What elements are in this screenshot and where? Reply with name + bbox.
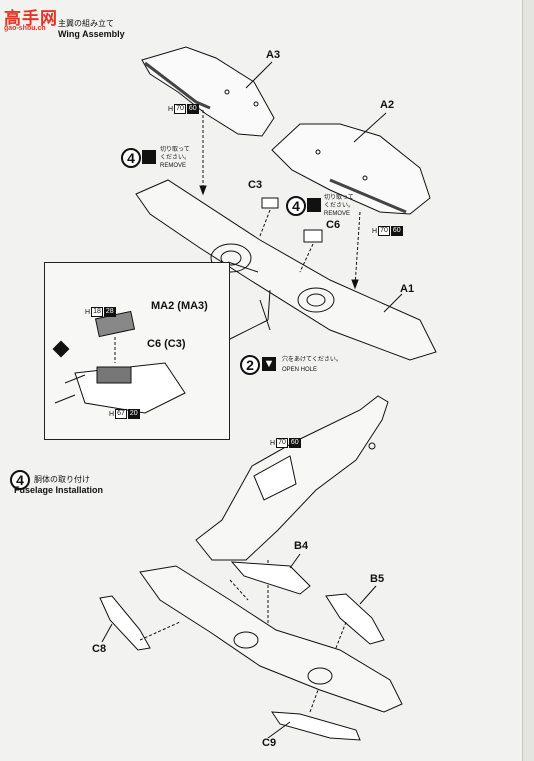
watermark-url: gao-shou.cn	[4, 25, 46, 32]
openhole-note-number: 2	[240, 355, 260, 375]
part-label-b5: B5	[370, 573, 385, 585]
page-binding-edge	[522, 0, 534, 761]
remove-note-2-number: 4	[286, 196, 306, 216]
step4-title-jp: 胴体の取り付け	[34, 475, 90, 484]
openhole-note-en: OPEN HOLE	[282, 367, 318, 373]
part-label-c3: C3	[248, 179, 263, 191]
part-label-a2: A2	[380, 99, 395, 111]
remove-note-jp: 切り取って ください。	[160, 147, 191, 161]
part-label-ma2: MA2 (MA3)	[151, 300, 208, 312]
part-label-a1: A1	[400, 283, 415, 295]
part-label-a3: A3	[266, 49, 281, 61]
step4-title-en: Fuselage Installation	[14, 485, 104, 495]
step3-title-en: Wing Assembly	[58, 29, 125, 39]
step3-title-jp: 主翼の組み立て	[58, 19, 114, 28]
part-label-c9: C9	[262, 737, 277, 749]
remove-note-2-jp: 切り取って ください。	[324, 195, 355, 209]
openhole-note-jp: 穴をあけてください。	[282, 357, 342, 363]
drill-icon: ▼	[262, 357, 276, 371]
part-label-c6c3: C6 (C3)	[147, 338, 186, 350]
watermark-logo: 高手网 gao-shou.cn	[4, 4, 84, 34]
watermark-text: 高手网	[4, 9, 58, 28]
inset-drawing	[54, 310, 186, 414]
remove-note-2-en: REMOVE	[324, 211, 351, 217]
step4-number: 4	[10, 470, 30, 490]
part-label-c6: C6	[326, 219, 341, 231]
remove-note-en: REMOVE	[160, 163, 187, 169]
part-label-c8: C8	[92, 643, 107, 655]
part-label-b4: B4	[294, 540, 309, 552]
knife-icon	[307, 198, 321, 212]
remove-note-number: 4	[121, 148, 141, 168]
knife-icon	[142, 150, 156, 164]
